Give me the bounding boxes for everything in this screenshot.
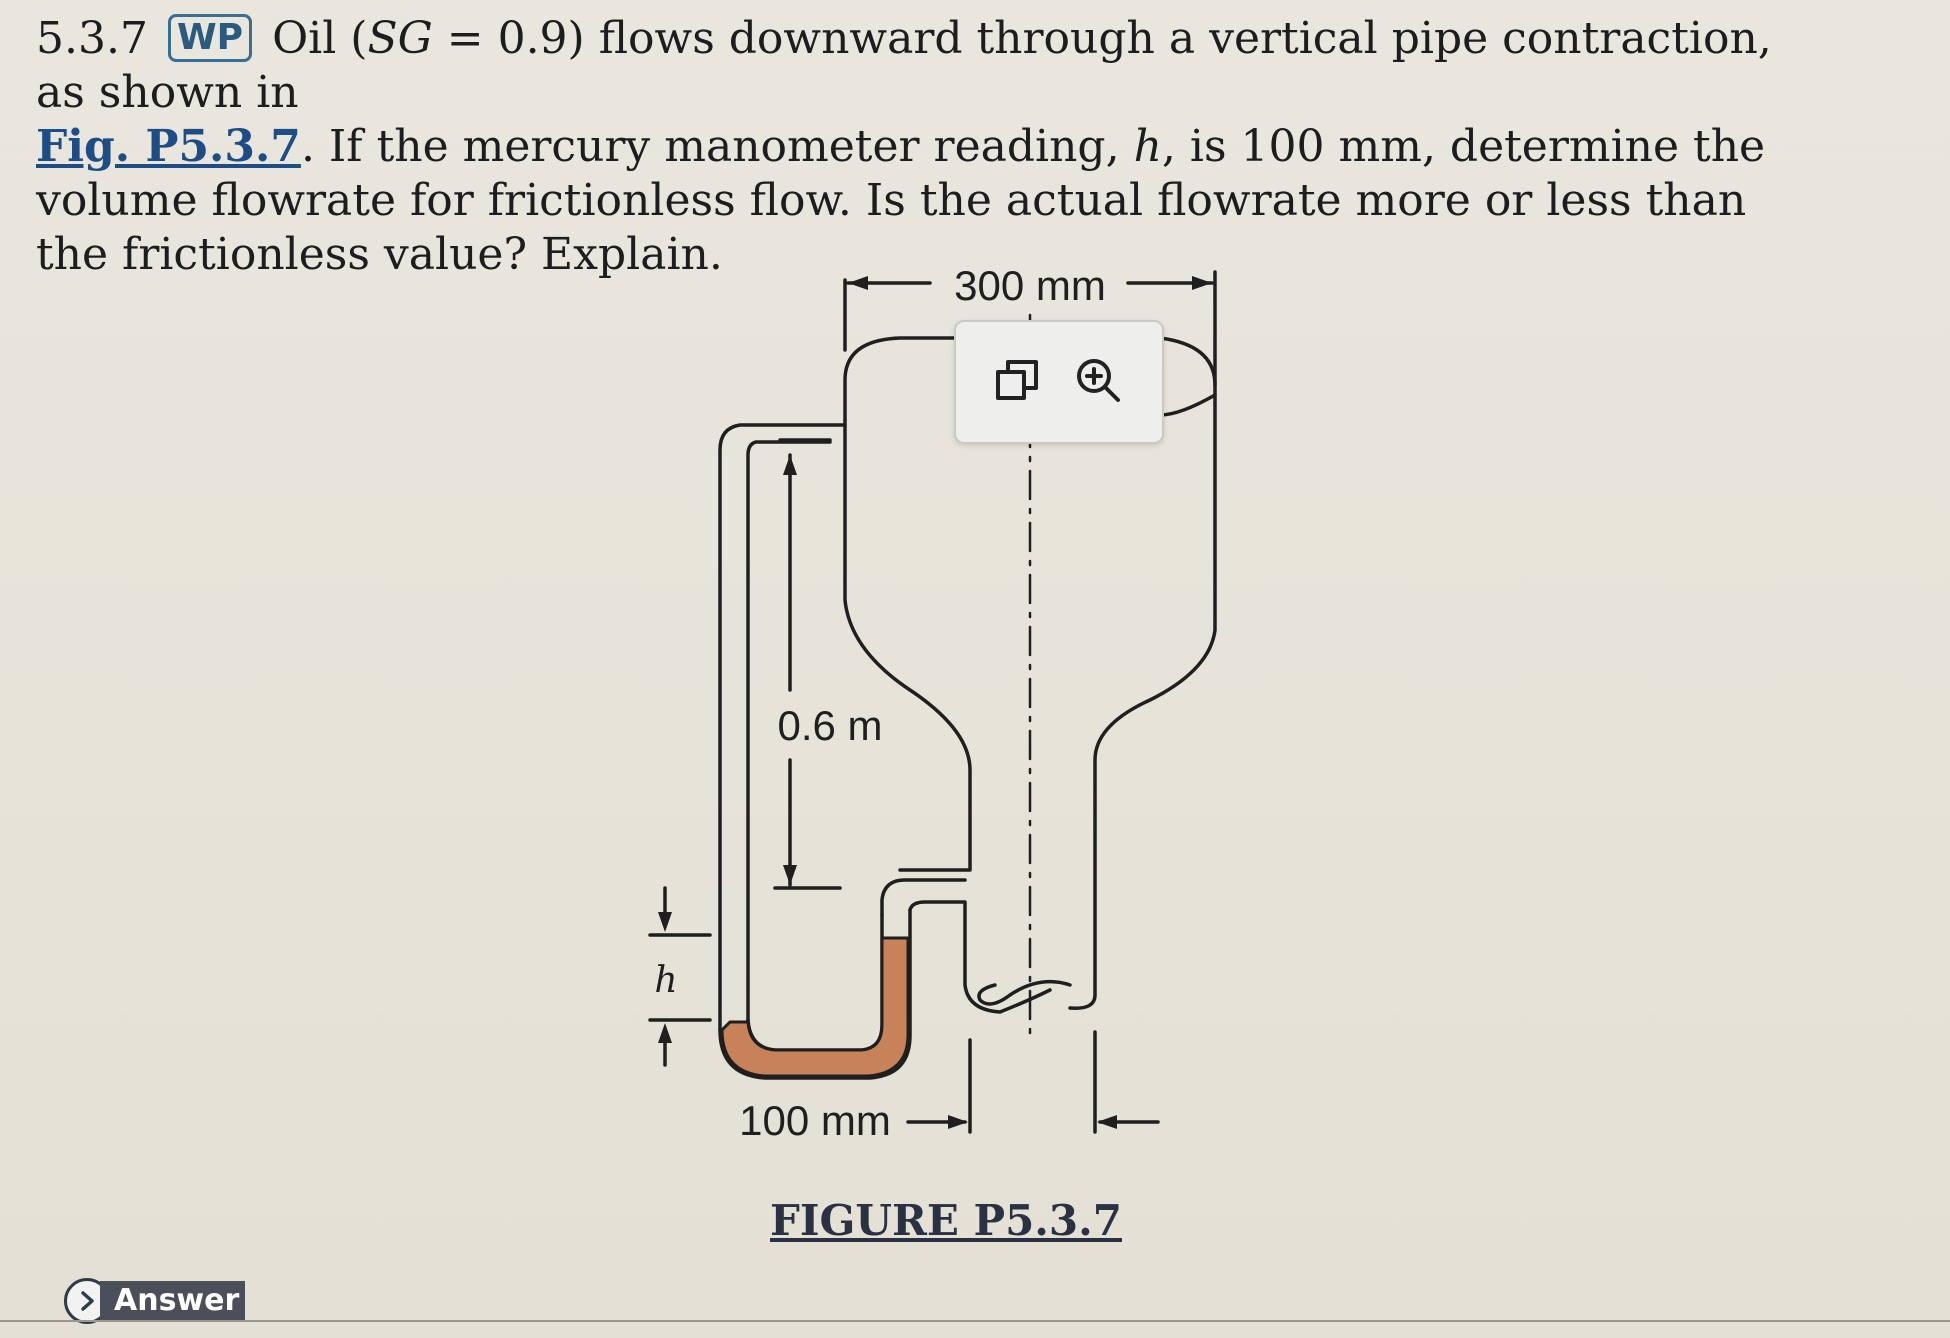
manometer-u-outer xyxy=(718,908,912,1080)
problem-text-1: Oil ( xyxy=(272,13,368,64)
problem-text-4: , is 100 mm, determine the volume flowra… xyxy=(36,121,1766,280)
h-symbol: h xyxy=(1133,121,1162,172)
tap-right-upper xyxy=(880,878,967,917)
pipe-top-right xyxy=(1158,336,1217,417)
label-100mm: 100 mm xyxy=(739,1097,891,1144)
expand-icon xyxy=(996,360,1038,400)
label-300mm: 300 mm xyxy=(954,262,1106,309)
loop-knot xyxy=(977,979,1072,1006)
pipe-top-left xyxy=(843,336,956,422)
sg-symbol: SG xyxy=(367,13,433,64)
zoom-in-icon xyxy=(1077,359,1120,402)
label-h: h xyxy=(654,960,677,1001)
answer-label: Answer xyxy=(100,1281,246,1321)
manometer-left-outer xyxy=(718,423,847,1032)
pipe-left-wall xyxy=(843,418,972,872)
arrow-top-right xyxy=(1192,276,1212,290)
problem-text-2: = 0.9) flows downward through a vertical… xyxy=(36,13,1772,118)
zoom-in-button[interactable] xyxy=(1066,348,1130,412)
expand-button[interactable] xyxy=(986,348,1050,412)
arrow-100-left xyxy=(1097,1115,1117,1129)
label-06m: 0.6 m xyxy=(777,702,882,749)
problem-statement: 5.3.7 WP Oil (SG = 0.9) flows downward t… xyxy=(36,12,1816,282)
arrow-top-left xyxy=(848,276,868,290)
mercury-fill xyxy=(720,936,910,1078)
tap-right-lower xyxy=(908,900,1052,1014)
image-toolbar xyxy=(954,320,1164,444)
arrow-h-up xyxy=(658,1023,672,1043)
divider xyxy=(0,1320,1950,1322)
figure-caption: FIGURE P5.3.7 xyxy=(770,1196,1122,1245)
arrow-06-up xyxy=(783,455,797,475)
problem-text-3: . If the mercury manometer reading, xyxy=(300,121,1134,172)
manometer-left-inner xyxy=(746,440,832,1022)
problem-number: 5.3.7 xyxy=(36,13,148,64)
answer-button[interactable]: Answer xyxy=(64,1278,255,1324)
arrow-06-down xyxy=(783,865,797,885)
figure-link[interactable]: Fig. P5.3.7 xyxy=(36,121,301,172)
arrow-100-right xyxy=(948,1115,968,1129)
manometer-u-inner xyxy=(746,913,884,1052)
arrow-h-down xyxy=(658,912,672,932)
wp-badge[interactable]: WP xyxy=(167,14,253,62)
pipe-right-wall xyxy=(1068,393,1217,1010)
